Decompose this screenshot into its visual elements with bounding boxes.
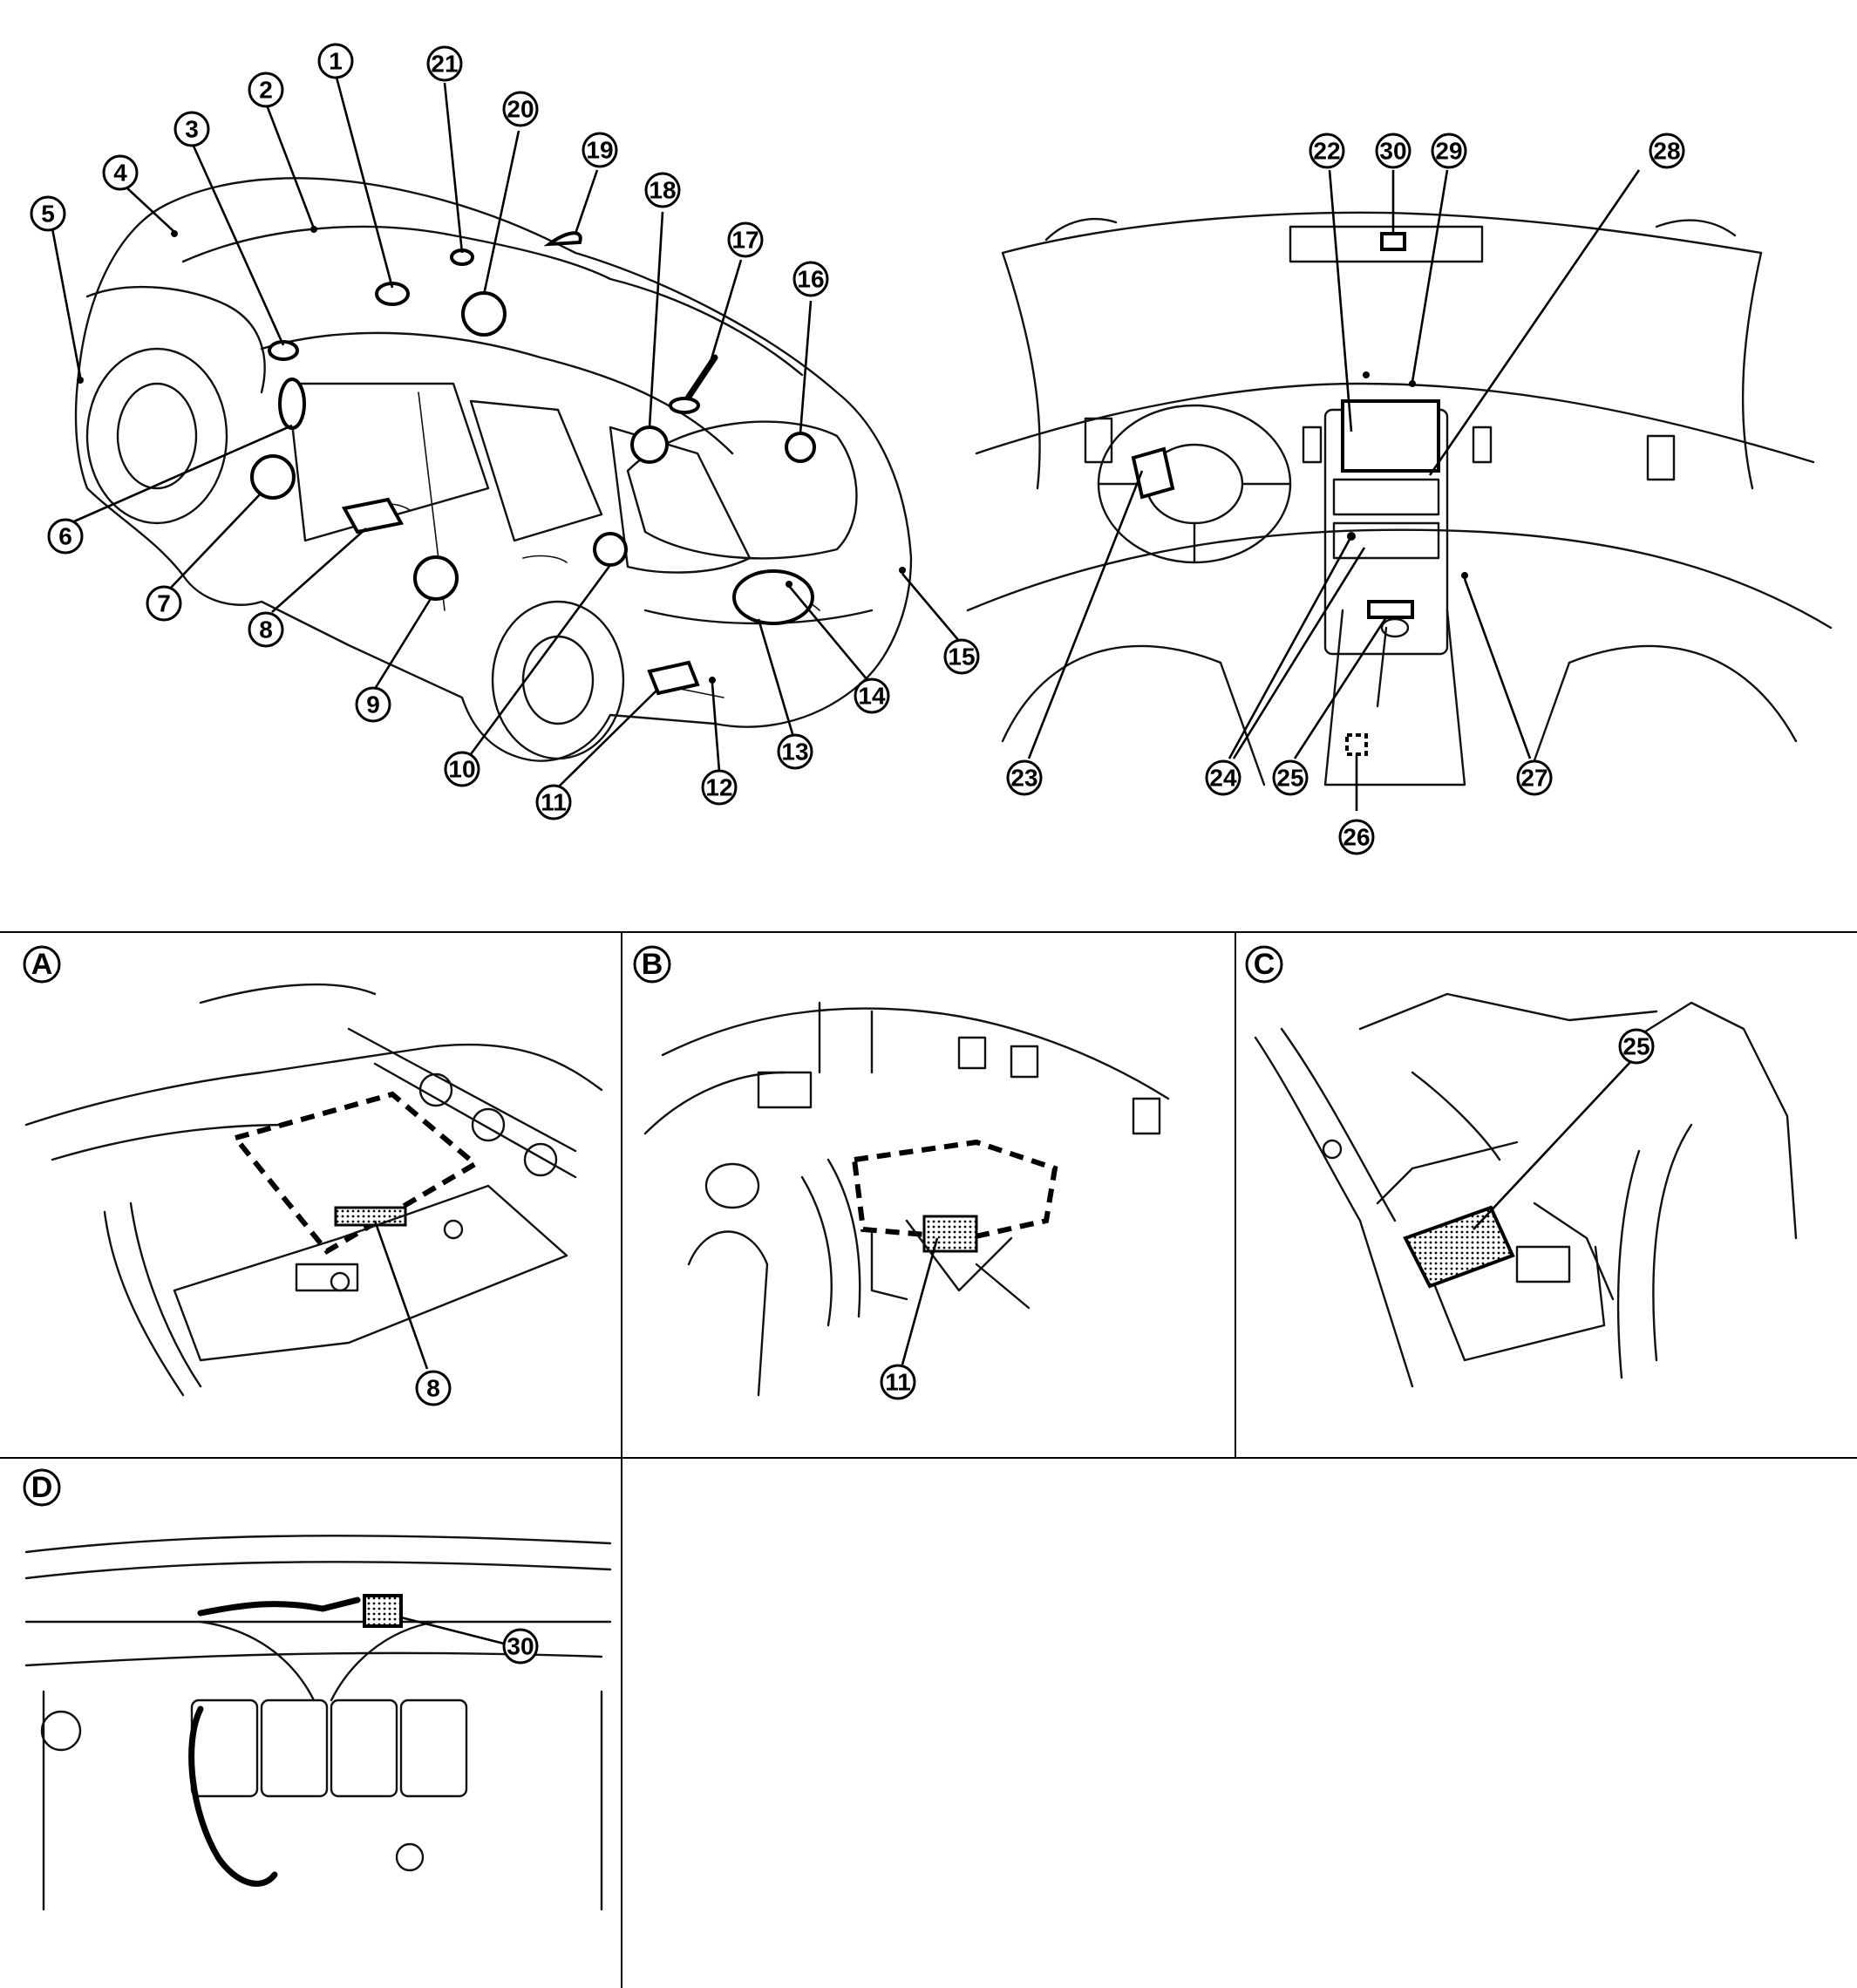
vehicle-exterior-view [74,177,913,762]
exterior-leader-lines [51,73,960,788]
svg-text:17: 17 [731,227,758,254]
svg-text:2: 2 [259,77,273,104]
svg-text:C: C [1254,948,1275,981]
callout-10: 10 [444,751,480,787]
callout-27: 27 [1516,759,1553,796]
svg-text:B: B [642,948,663,981]
panel-label-c: C [1245,945,1283,984]
callout-26: 26 [1338,819,1375,855]
vehicle-interior-view [966,211,1833,786]
svg-text:25: 25 [1622,1033,1650,1060]
callout-12: 12 [701,769,738,806]
svg-text:20: 20 [507,96,534,123]
panel-label-b: B [633,945,671,984]
callout-7: 7 [146,585,182,622]
svg-text:13: 13 [781,739,808,766]
svg-text:10: 10 [448,756,475,783]
svg-text:14: 14 [858,683,886,710]
svg-text:26: 26 [1343,824,1370,851]
detail-grid [0,931,1857,1988]
svg-text:25: 25 [1276,765,1303,792]
panel-label-d: D [23,1468,61,1507]
panel-c-drawing [1254,992,1798,1388]
callout-30-top: 30 [1375,133,1411,169]
callout-5: 5 [30,195,66,232]
callout-11-panel-b: 11 [880,1364,916,1400]
svg-text:12: 12 [705,774,732,801]
panel-d-drawing [24,1535,612,1911]
exterior-components [77,226,906,696]
svg-text:4: 4 [113,160,127,187]
callout-15: 15 [943,638,980,675]
callout-8-panel-a: 8 [415,1370,452,1406]
callout-14: 14 [854,677,890,714]
svg-text:6: 6 [58,523,72,550]
svg-text:29: 29 [1435,138,1462,165]
callout-20: 20 [502,91,539,127]
callout-1: 1 [317,43,354,79]
svg-text:21: 21 [431,51,458,78]
callout-19: 19 [582,132,618,168]
svg-text:8: 8 [259,616,273,643]
callout-29: 29 [1431,133,1467,169]
svg-text:18: 18 [649,177,676,204]
interior-components [1131,232,1468,756]
callout-17: 17 [727,221,764,258]
callout-16: 16 [792,261,829,297]
svg-text:1: 1 [329,48,343,75]
interior-leader-lines [1027,169,1641,811]
svg-text:19: 19 [586,137,613,164]
svg-text:9: 9 [366,691,380,718]
svg-text:A: A [31,948,53,981]
callout-9: 9 [355,686,391,723]
callout-18: 18 [644,172,681,208]
panel-a-drawing [24,983,603,1397]
callout-30-panel-d: 30 [502,1628,539,1665]
callout-3: 3 [173,111,210,147]
svg-text:30: 30 [1379,138,1406,165]
callout-28: 28 [1649,133,1685,169]
callout-22: 22 [1309,133,1345,169]
svg-text:28: 28 [1653,138,1680,165]
svg-text:7: 7 [157,590,171,617]
callout-4: 4 [102,154,139,191]
callout-25-panel-c: 25 [1618,1028,1655,1065]
callout-2: 2 [248,71,284,108]
callout-13: 13 [777,733,813,770]
callout-11: 11 [535,784,572,820]
svg-text:27: 27 [1520,765,1548,792]
svg-text:11: 11 [541,789,567,816]
svg-text:23: 23 [1010,765,1037,792]
svg-text:5: 5 [41,201,55,228]
svg-text:24: 24 [1209,765,1237,792]
callout-8: 8 [248,611,284,648]
callout-23: 23 [1006,759,1043,796]
svg-text:15: 15 [948,643,975,671]
panel-label-a: A [23,945,61,984]
svg-text:22: 22 [1313,138,1340,165]
callout-24: 24 [1205,759,1241,796]
callout-21: 21 [426,45,463,82]
callout-6: 6 [47,518,84,555]
callout-25-top: 25 [1272,759,1309,796]
svg-text:30: 30 [507,1633,534,1660]
svg-text:16: 16 [797,266,824,293]
svg-text:11: 11 [885,1369,911,1396]
svg-text:3: 3 [185,116,199,143]
panel-b-drawing [643,1001,1170,1397]
svg-text:D: D [31,1471,53,1504]
svg-text:8: 8 [426,1375,440,1402]
